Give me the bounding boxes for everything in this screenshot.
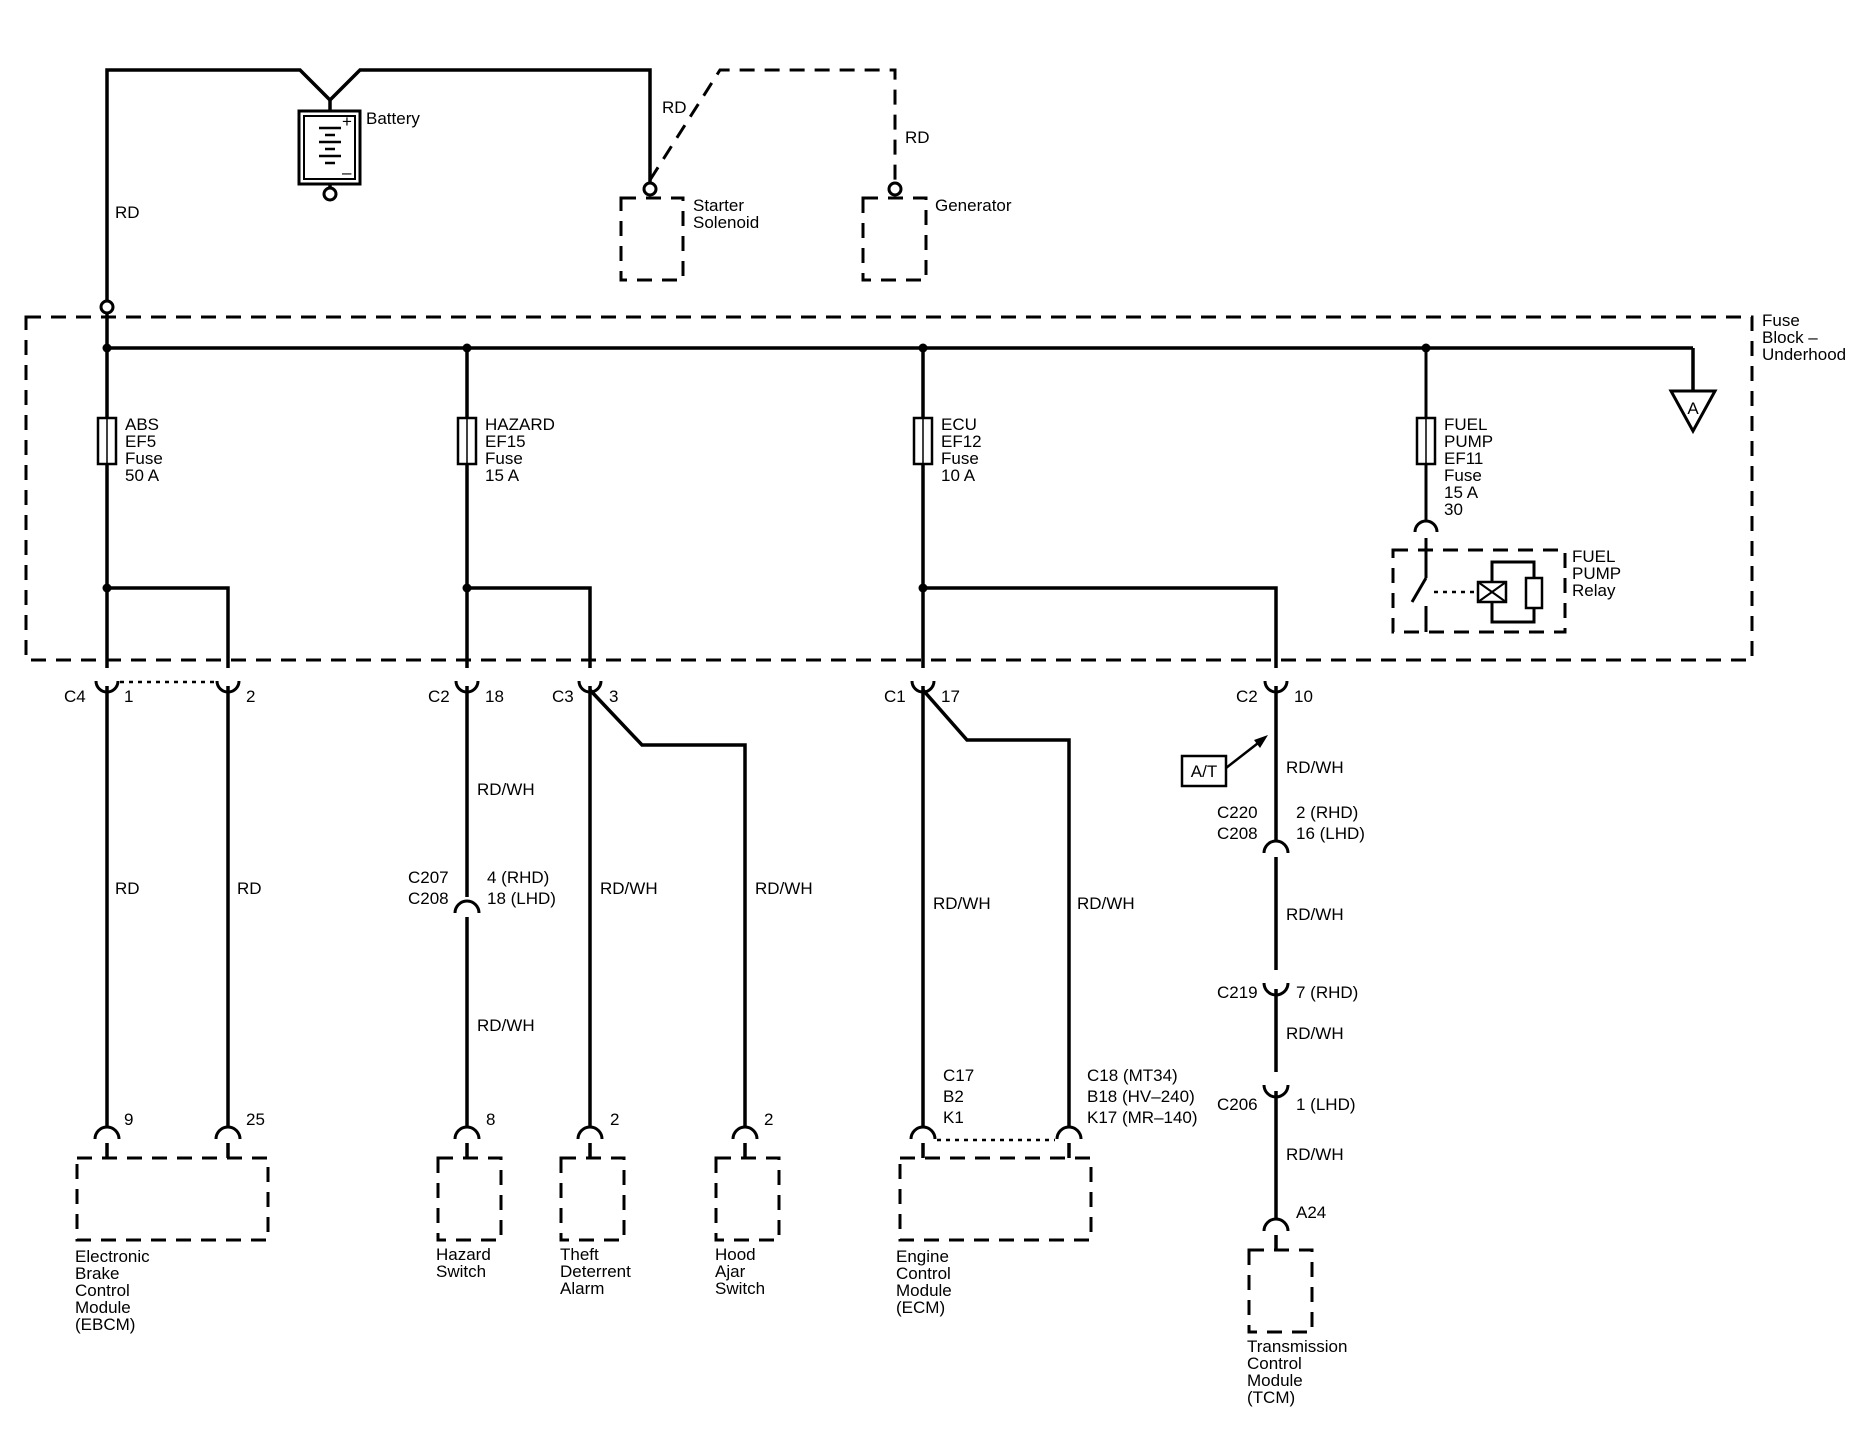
connector-c2b: C2 (1236, 687, 1258, 706)
hood-switch-box (714, 1156, 781, 1242)
ebcm-pin-right: 25 (246, 1110, 265, 1129)
busbar (102, 313, 1695, 391)
connector-c4-pin2: 2 (246, 687, 255, 706)
hood-switch-name: Hood Ajar Switch (715, 1245, 765, 1298)
hazard-fuse-label: HAZARD EF15 Fuse 15 A (485, 415, 560, 485)
hazard-switch-box (436, 1156, 503, 1242)
wire-feed-label: RD (115, 203, 140, 222)
ecu-fuse-label: ECU EF12 Fuse 10 A (941, 415, 986, 485)
tcm-option-indicator: A/T (1180, 735, 1268, 788)
connector-c3-pin: 3 (609, 687, 618, 706)
tcm-wire2-label: RD/WH (1286, 905, 1344, 924)
tcm-option-label: A/T (1191, 762, 1217, 781)
power-feed (99, 68, 652, 315)
theft-alarm-name: Theft Deterrent Alarm (560, 1245, 636, 1298)
hood-wires (588, 688, 759, 1158)
battery: + – (297, 109, 362, 202)
fuel-pump-fuse (1413, 348, 1439, 562)
ecm-pins-right: C18 (MT34) B18 (HV–240) K17 (MR–140) (1087, 1066, 1199, 1127)
connector-c2: C2 (428, 687, 450, 706)
hazard-pin: 8 (486, 1110, 495, 1129)
theft-wires (576, 686, 604, 1158)
tcm-conn3-pin: 1 (LHD) (1296, 1095, 1356, 1114)
theft-wire-label: RD/WH (600, 879, 658, 898)
tcm-name: Transmission Control Module (TCM) (1247, 1337, 1352, 1407)
theft-alarm-box (559, 1156, 626, 1242)
tcm-wire1-label: RD/WH (1286, 758, 1344, 777)
ecm-name: Engine Control Module (ECM) (896, 1247, 957, 1317)
ecm-wires (909, 686, 1083, 1158)
ebcm-wire-right-label: RD (237, 879, 262, 898)
hood-pin: 2 (764, 1110, 773, 1129)
tcm-conn1: C220 C208 (1217, 803, 1262, 843)
hazard-wire-top-label: RD/WH (477, 780, 535, 799)
connector-c2-pin: 18 (485, 687, 504, 706)
connector-c1: C1 (884, 687, 906, 706)
tcm-conn2: C219 (1217, 983, 1258, 1002)
hood-wire-label: RD/WH (755, 879, 813, 898)
fuse-block-connector-terminals (94, 680, 1289, 694)
theft-pin: 2 (610, 1110, 619, 1129)
fuel-pump-fuse-label: FUEL PUMP EF11 Fuse 15 A 30 (1444, 415, 1498, 519)
fuse-block-outline (24, 315, 1754, 662)
tcm-wire3-label: RD/WH (1286, 1024, 1344, 1043)
abs-fuse (96, 348, 230, 668)
battery-minus: – (342, 163, 352, 182)
ecm-pins-left: C17 B2 K1 (943, 1066, 979, 1127)
hazard-fuse (456, 348, 592, 668)
battery-plus: + (342, 112, 352, 131)
starter-solenoid-label: Starter Solenoid (693, 196, 759, 232)
connector-c4: C4 (64, 687, 86, 706)
hazard-inline-connector: C207 C208 (408, 868, 453, 908)
tcm-pin: A24 (1296, 1203, 1326, 1222)
connector-c2b-pin: 10 (1294, 687, 1313, 706)
abs-fuse-label: ABS EF5 Fuse 50 A (125, 415, 168, 485)
wire-generator-label: RD (905, 128, 930, 147)
connector-c3: C3 (552, 687, 574, 706)
hazard-wires (453, 686, 481, 1158)
ebcm-name: Electronic Brake Control Module (EBCM) (75, 1247, 154, 1334)
ground-ref-triangle: A (1668, 389, 1718, 435)
fuel-pump-relay (1391, 548, 1567, 634)
battery-label: Battery (366, 109, 420, 128)
ebcm-pin-left: 9 (124, 1110, 133, 1129)
generator-box (861, 196, 928, 282)
hazard-inline-pins: 4 (RHD) 18 (LHD) (487, 868, 556, 908)
ground-ref-label: A (1687, 399, 1699, 418)
tcm-box (1247, 1248, 1314, 1334)
tcm-conn1-pins: 2 (RHD) 16 (LHD) (1296, 803, 1365, 843)
ebcm-wires (93, 686, 242, 1158)
fuel-pump-relay-label: FUEL PUMP Relay (1572, 547, 1626, 600)
connector-c4-pin1: 1 (124, 687, 133, 706)
ebcm-wire-left-label: RD (115, 879, 140, 898)
fuse-block-title: Fuse Block – Underhood (1762, 311, 1846, 364)
wire-starter-label: RD (662, 98, 687, 117)
ecm-wire-right-label: RD/WH (1077, 894, 1135, 913)
hazard-switch-name: Hazard Switch (436, 1245, 496, 1281)
starter-circuit (642, 68, 903, 197)
connector-c1-pin: 17 (941, 687, 960, 706)
ecm-box (898, 1156, 1093, 1242)
generator-label: Generator (935, 196, 1012, 215)
tcm-conn3: C206 (1217, 1095, 1258, 1114)
starter-solenoid-box (619, 196, 685, 282)
hazard-wire-bottom-label: RD/WH (477, 1016, 535, 1035)
ebcm-box (75, 1156, 270, 1242)
tcm-wires (1262, 686, 1290, 1250)
ecu-fuse (912, 348, 1278, 668)
tcm-conn2-pin: 7 (RHD) (1296, 983, 1358, 1002)
ecm-wire-left-label: RD/WH (933, 894, 991, 913)
tcm-wire4-label: RD/WH (1286, 1145, 1344, 1164)
